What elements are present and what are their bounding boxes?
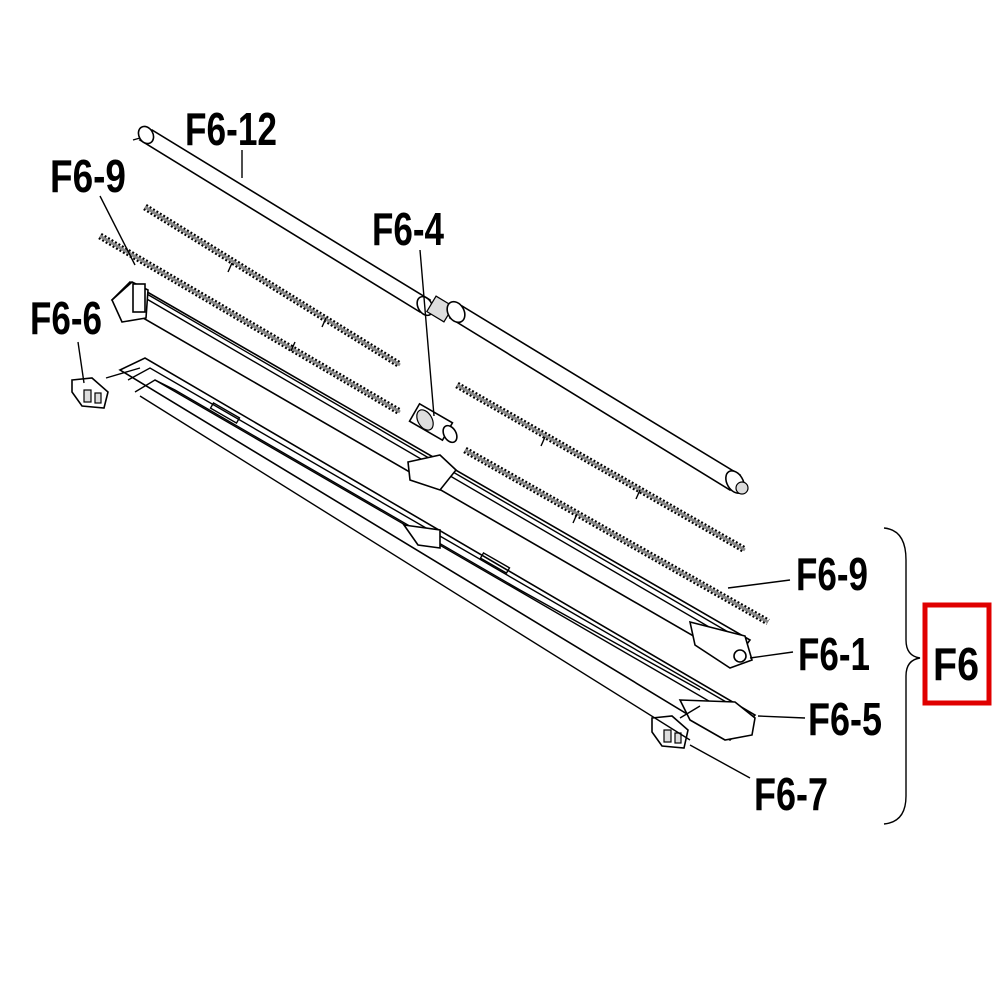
group-brace [883,527,921,825]
frame-rail-part [110,281,753,669]
spring-upper-left [143,204,402,368]
end-cap-left-part [71,377,109,409]
label-roller: F6-12 [185,103,277,155]
label-group: F6 [933,638,979,690]
spring-lower-right [463,446,770,626]
roller-part [132,125,749,495]
base-rail-part [118,357,757,742]
label-spring-left: F6-9 [50,150,126,202]
end-cap-right-part [651,715,689,749]
spring-upper-right [455,381,747,554]
leader-lines [77,150,806,779]
label-end-cap-right: F6-7 [754,768,828,820]
group-highlight-box [922,602,992,706]
label-spring-right: F6-9 [796,548,868,600]
label-base-rail: F6-5 [808,693,882,745]
gear-part [408,402,458,444]
label-gear: F6-4 [372,203,444,255]
label-end-cap-left: F6-6 [30,292,102,344]
label-frame-rail: F6-1 [798,628,870,680]
spring-lower-left [98,232,402,416]
